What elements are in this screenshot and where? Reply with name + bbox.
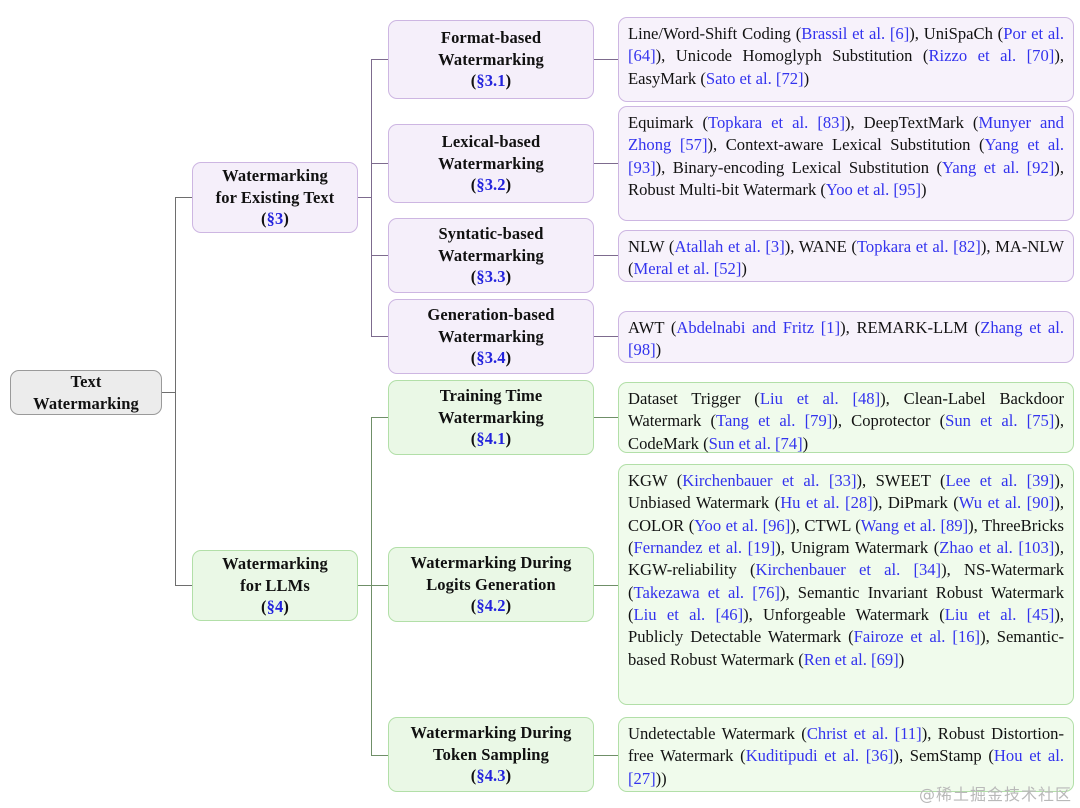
edge-logits-to-leaf: [594, 585, 618, 587]
edge-sec3-to-generation: [371, 336, 388, 338]
edge-sec4-to-logits: [371, 585, 388, 587]
category-section: (§4.1): [470, 429, 512, 449]
edge-root-to-sec4: [175, 585, 193, 587]
node-category-logits-generation[interactable]: Watermarking During Logits Generation (§…: [388, 547, 594, 622]
root-line-1: Text: [70, 372, 102, 392]
leaf-syntatic-based-methods[interactable]: NLW (Atallah et al. [3]), WANE (Topkara …: [618, 230, 1074, 282]
root-line-2: Watermarking: [33, 393, 139, 413]
node-category-lexical-based[interactable]: Lexical-based Watermarking (§3.2): [388, 124, 594, 203]
leaf-training-time-methods[interactable]: Dataset Trigger (Liu et al. [48]), Clean…: [618, 382, 1074, 453]
category-line-1: Generation-based: [427, 305, 555, 325]
category-line-2: Watermarking: [438, 326, 544, 346]
node-category-training-time[interactable]: Training Time Watermarking (§4.1): [388, 380, 594, 455]
category-section: (§4.2): [470, 596, 512, 616]
leaf-format-based-methods[interactable]: Line/Word-Shift Coding (Brassil et al. […: [618, 17, 1074, 102]
edge-sec3-stub: [358, 197, 372, 199]
edge-sec3-to-format: [371, 59, 388, 61]
category-line-2: Logits Generation: [426, 574, 556, 594]
edge-format-to-leaf: [594, 59, 618, 61]
node-category-generation-based[interactable]: Generation-based Watermarking (§3.4): [388, 299, 594, 374]
edge-root-stub: [162, 392, 176, 394]
edge-syntatic-to-leaf: [594, 255, 618, 257]
category-section: (§4.3): [470, 766, 512, 786]
edge-root-to-sec3: [175, 197, 193, 199]
node-category-token-sampling[interactable]: Watermarking During Token Sampling (§4.3…: [388, 717, 594, 792]
category-line-2: Watermarking: [438, 49, 544, 69]
category-line-2: Watermarking: [438, 245, 544, 265]
edge-sec3-trunk: [371, 59, 373, 337]
category-line-2: Watermarking: [438, 407, 544, 427]
leaf-token-sampling-methods[interactable]: Undetectable Watermark (Christ et al. [1…: [618, 717, 1074, 792]
edge-lexical-to-leaf: [594, 163, 618, 165]
edge-generation-to-leaf: [594, 336, 618, 338]
category-section: (§3.2): [470, 175, 512, 195]
category-section: (§3.1): [470, 71, 512, 91]
branch-line-1: Watermarking: [222, 166, 328, 186]
branch-section: (§4): [261, 597, 289, 617]
category-line-1: Watermarking During: [410, 723, 572, 743]
node-root-text-watermarking[interactable]: Text Watermarking: [10, 370, 162, 415]
category-line-2: Watermarking: [438, 153, 544, 173]
edge-training-to-leaf: [594, 417, 618, 419]
category-line-1: Training Time: [439, 386, 543, 406]
branch-line-2: for Existing Text: [215, 187, 335, 207]
leaf-generation-based-methods[interactable]: AWT (Abdelnabi and Fritz [1]), REMARK-LL…: [618, 311, 1074, 363]
node-branch-existing-text[interactable]: Watermarking for Existing Text (§3): [192, 162, 358, 233]
node-category-syntatic-based[interactable]: Syntatic-based Watermarking (§3.3): [388, 218, 594, 293]
category-line-2: Token Sampling: [433, 744, 549, 764]
edge-sec4-to-sampling: [371, 755, 388, 757]
branch-line-1: Watermarking: [222, 554, 328, 574]
edge-sec3-to-syntatic: [371, 255, 388, 257]
node-category-format-based[interactable]: Format-based Watermarking (§3.1): [388, 20, 594, 99]
edge-sec4-stub: [358, 585, 372, 587]
edge-root-trunk: [175, 197, 177, 586]
leaf-lexical-based-methods[interactable]: Equimark (Topkara et al. [83]), DeepText…: [618, 106, 1074, 221]
branch-line-2: for LLMs: [240, 575, 310, 595]
branch-section: (§3): [261, 209, 289, 229]
category-section: (§3.3): [470, 267, 512, 287]
category-line-1: Watermarking During: [410, 553, 572, 573]
category-line-1: Format-based: [440, 28, 542, 48]
edge-sampling-to-leaf: [594, 755, 618, 757]
category-line-1: Syntatic-based: [438, 224, 544, 244]
node-branch-llms[interactable]: Watermarking for LLMs (§4): [192, 550, 358, 621]
category-section: (§3.4): [470, 348, 512, 368]
category-line-1: Lexical-based: [441, 132, 541, 152]
site-watermark: @稀土掘金技术社区: [918, 785, 1072, 804]
edge-sec3-to-lexical: [371, 163, 388, 165]
edge-sec4-to-training: [371, 417, 388, 419]
leaf-logits-generation-methods[interactable]: KGW (Kirchenbauer et al. [33]), SWEET (L…: [618, 464, 1074, 705]
